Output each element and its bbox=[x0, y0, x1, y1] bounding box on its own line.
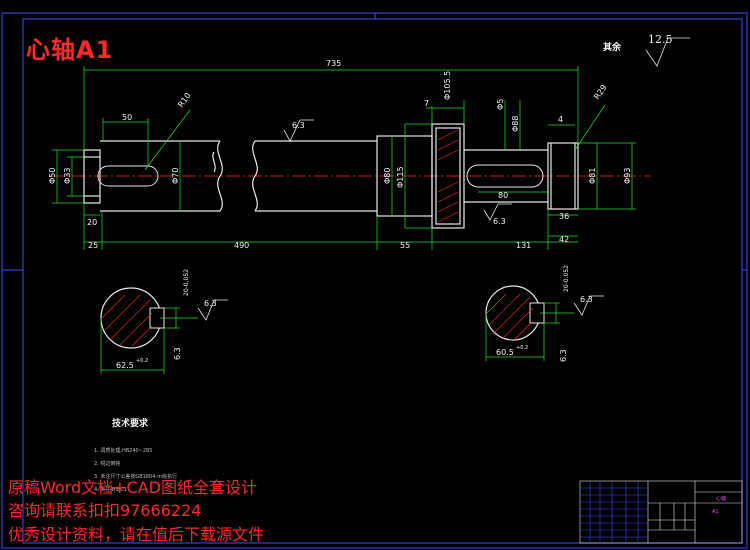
sec-right-rough: 6.3 bbox=[580, 295, 593, 304]
dim-left-step: 25 bbox=[88, 241, 98, 250]
dim-phi-left-body: Φ70 bbox=[171, 168, 180, 184]
watermark-line-1: 原稿Word文档+CAD图纸全套设计 bbox=[8, 478, 257, 497]
section-left bbox=[100, 287, 228, 374]
tech-requirements-title: 技术要求 bbox=[112, 419, 149, 429]
dim-right-end: 42 bbox=[559, 235, 569, 244]
sec-right-side: 6.3 bbox=[559, 349, 568, 362]
shaft-outline bbox=[83, 123, 579, 229]
dim-right-segment: 131 bbox=[516, 241, 531, 250]
dim-left-groove: 20 bbox=[87, 218, 97, 227]
inner-frame bbox=[22, 18, 743, 544]
dim-right-gap: 4 bbox=[558, 115, 563, 124]
dim-overall: 735 bbox=[326, 59, 341, 68]
sec-right-depth: 60.5 bbox=[496, 348, 514, 357]
dim-phi-left-outer: Φ50 bbox=[48, 168, 57, 184]
sec-left-key: 20-0.052 bbox=[183, 269, 190, 296]
section-right bbox=[485, 285, 604, 361]
sec-left-depth: 62.5 bbox=[116, 361, 134, 370]
dim-phi-right-outer: Φ93 bbox=[623, 168, 632, 184]
rough-mid: 6.3 bbox=[292, 121, 305, 130]
dim-phi-flange: Φ115 bbox=[396, 166, 405, 188]
dim-phi-left-inner: Φ33 bbox=[63, 168, 72, 184]
sec-left-tol: +0.2 bbox=[136, 358, 148, 364]
dim-phi-right-pos: Φ5 bbox=[496, 99, 505, 110]
title-block-name: 心轴 bbox=[716, 495, 726, 502]
dim-phi-flange-top: Φ105.5 bbox=[443, 71, 452, 100]
dim-left-segment: 50 bbox=[122, 113, 132, 122]
dim-flange-width: 7 bbox=[424, 99, 429, 108]
tech-item: 4. 未注倒角C1 bbox=[94, 487, 128, 493]
drawing-title: 心轴A1 bbox=[26, 36, 114, 64]
tech-item: 3. 未注尺寸公差按GB1804-m级执行 bbox=[94, 474, 178, 480]
rough-flange: 6.3 bbox=[493, 217, 506, 226]
sec-right-tol: +0.2 bbox=[516, 345, 528, 351]
dim-right-shoulder: 36 bbox=[559, 212, 569, 221]
tech-item: 2. 锐边倒钝 bbox=[94, 461, 121, 467]
key-slots bbox=[97, 164, 544, 188]
dim-left-chamfer: R10 bbox=[176, 91, 192, 109]
tech-item: 1. 调质处理,HB240~285 bbox=[94, 448, 153, 454]
title-block bbox=[579, 480, 743, 544]
dim-phi-collar: Φ80 bbox=[383, 168, 392, 184]
roughness-symbols bbox=[283, 37, 690, 221]
outer-frame bbox=[1, 12, 748, 549]
flange-hatch bbox=[437, 129, 459, 223]
dim-middle: 490 bbox=[234, 241, 249, 250]
sec-left-side: 6.3 bbox=[173, 347, 182, 360]
watermark-line-2: 咨询请联系扣扣97666224 bbox=[8, 501, 202, 520]
roughness-general-value: 12.5 bbox=[648, 33, 673, 46]
roughness-rest-label: 其余 bbox=[603, 43, 622, 53]
dim-phi-right-inner: Φ81 bbox=[588, 168, 597, 184]
dim-right-chamfer: R29 bbox=[592, 83, 608, 101]
watermark-line-3: 优秀设计资料，请在值后下载源文件 bbox=[8, 525, 265, 544]
dim-phi-right-small: Φ88 bbox=[511, 116, 520, 132]
sec-left-rough: 6.3 bbox=[204, 299, 217, 308]
dim-right-key: 80 bbox=[498, 191, 508, 200]
title-block-part: A1 bbox=[712, 509, 719, 515]
sec-right-key: 20-0.052 bbox=[563, 265, 570, 292]
dimension-lines bbox=[52, 66, 636, 250]
dim-collar-length: 55 bbox=[400, 241, 410, 250]
